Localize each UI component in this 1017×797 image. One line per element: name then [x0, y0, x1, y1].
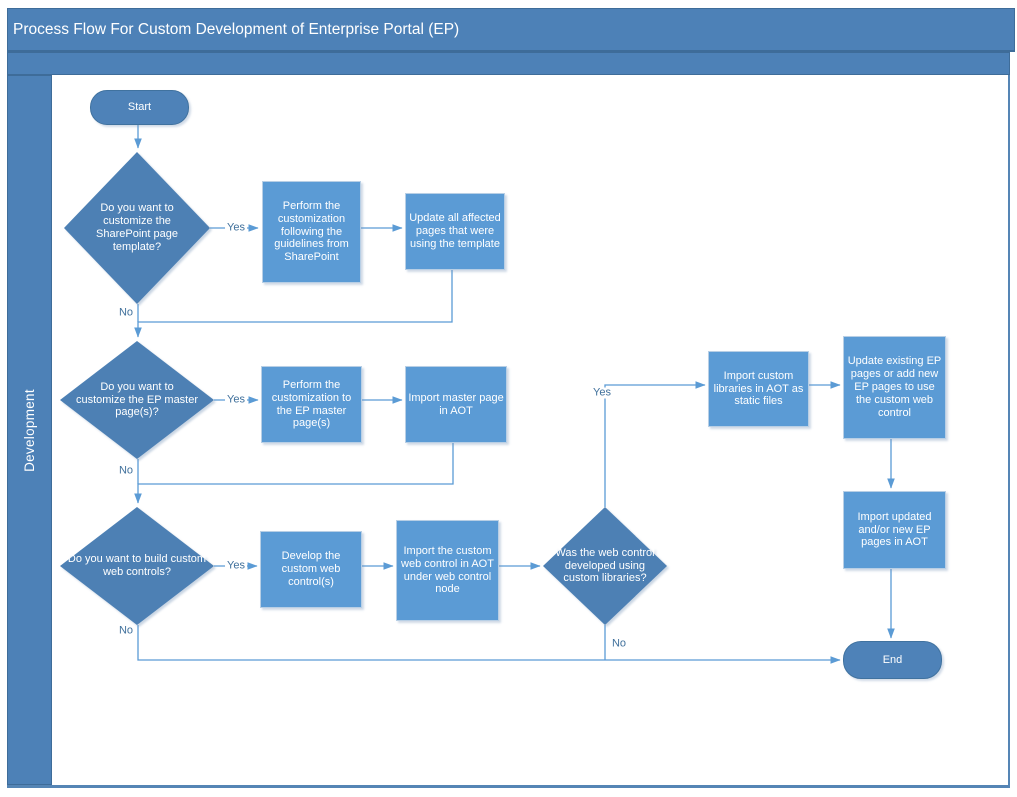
terminator-end-label: End	[882, 653, 903, 666]
decision-label: Do you want to build custom web controls…	[67, 553, 207, 578]
swimlane-development: Development	[7, 75, 52, 785]
terminator-start-label: Start	[127, 101, 152, 114]
edge-label-no-4: No	[609, 637, 629, 650]
process-label: Perform the customization following the …	[274, 199, 349, 264]
edge-label-no-2: No	[116, 464, 136, 477]
diagram-title-bar: Process Flow For Custom Development of E…	[7, 8, 1015, 52]
process-label: Import updated and/or new EP pages in AO…	[857, 510, 932, 549]
edge-label-no-1: No	[116, 306, 136, 319]
decision-build-custom-web-controls: Do you want to build custom web controls…	[60, 507, 214, 625]
process-perform-customization-sharepoint: Perform the customization following the …	[262, 181, 361, 283]
process-customize-ep-master-page: Perform the customization to the EP mast…	[261, 366, 362, 443]
process-label: Update all affected pages that were usin…	[409, 212, 501, 250]
decision-customize-sharepoint-template: Do you want to customize the SharePoint …	[64, 152, 210, 304]
decision-label: Do you want to customize the EP master p…	[75, 380, 199, 419]
edge-label-no-3: No	[116, 624, 136, 637]
process-update-ep-pages-use-control: Update existing EP pages or add new EP p…	[843, 336, 946, 439]
edge-label-yes-1: Yes	[225, 221, 247, 234]
edge-label-yes-3: Yes	[225, 559, 247, 572]
process-label: Import custom libraries in AOT as static…	[713, 369, 804, 408]
process-label: Update existing EP pages or add new EP p…	[847, 355, 942, 419]
process-label: Import the custom web control in AOT und…	[401, 544, 494, 596]
phase-header-bar	[7, 52, 1010, 75]
decision-custom-libraries-used: Was the web control developed using cust…	[543, 507, 667, 625]
process-import-updated-ep-pages-aot: Import updated and/or new EP pages in AO…	[843, 491, 946, 569]
swimlane-label: Development	[22, 388, 37, 472]
process-import-custom-libraries-aot: Import custom libraries in AOT as static…	[708, 351, 809, 427]
canvas-right-border	[1008, 75, 1010, 786]
page-title: Process Flow For Custom Development of E…	[13, 20, 460, 38]
process-label: Develop the custom web control(s)	[281, 550, 341, 588]
process-develop-custom-web-controls: Develop the custom web control(s)	[260, 531, 362, 608]
decision-label: Was the web control developed using cust…	[555, 546, 655, 585]
edge-label-yes-4: Yes	[591, 386, 613, 399]
decision-label: Do you want to customize the SharePoint …	[96, 202, 178, 253]
decision-customize-ep-master-page: Do you want to customize the EP master p…	[60, 341, 214, 459]
process-import-master-page-aot: Import master page in AOT	[405, 366, 507, 443]
process-label: Perform the customization to the EP mast…	[271, 378, 352, 430]
process-label: Import master page in AOT	[408, 391, 504, 417]
process-update-affected-pages: Update all affected pages that were usin…	[405, 193, 505, 270]
edge-label-yes-2: Yes	[225, 393, 247, 406]
canvas-bottom-border	[7, 785, 1010, 788]
terminator-end: End	[843, 641, 942, 679]
terminator-start: Start	[90, 90, 189, 125]
process-import-custom-web-control-aot: Import the custom web control in AOT und…	[396, 520, 499, 621]
